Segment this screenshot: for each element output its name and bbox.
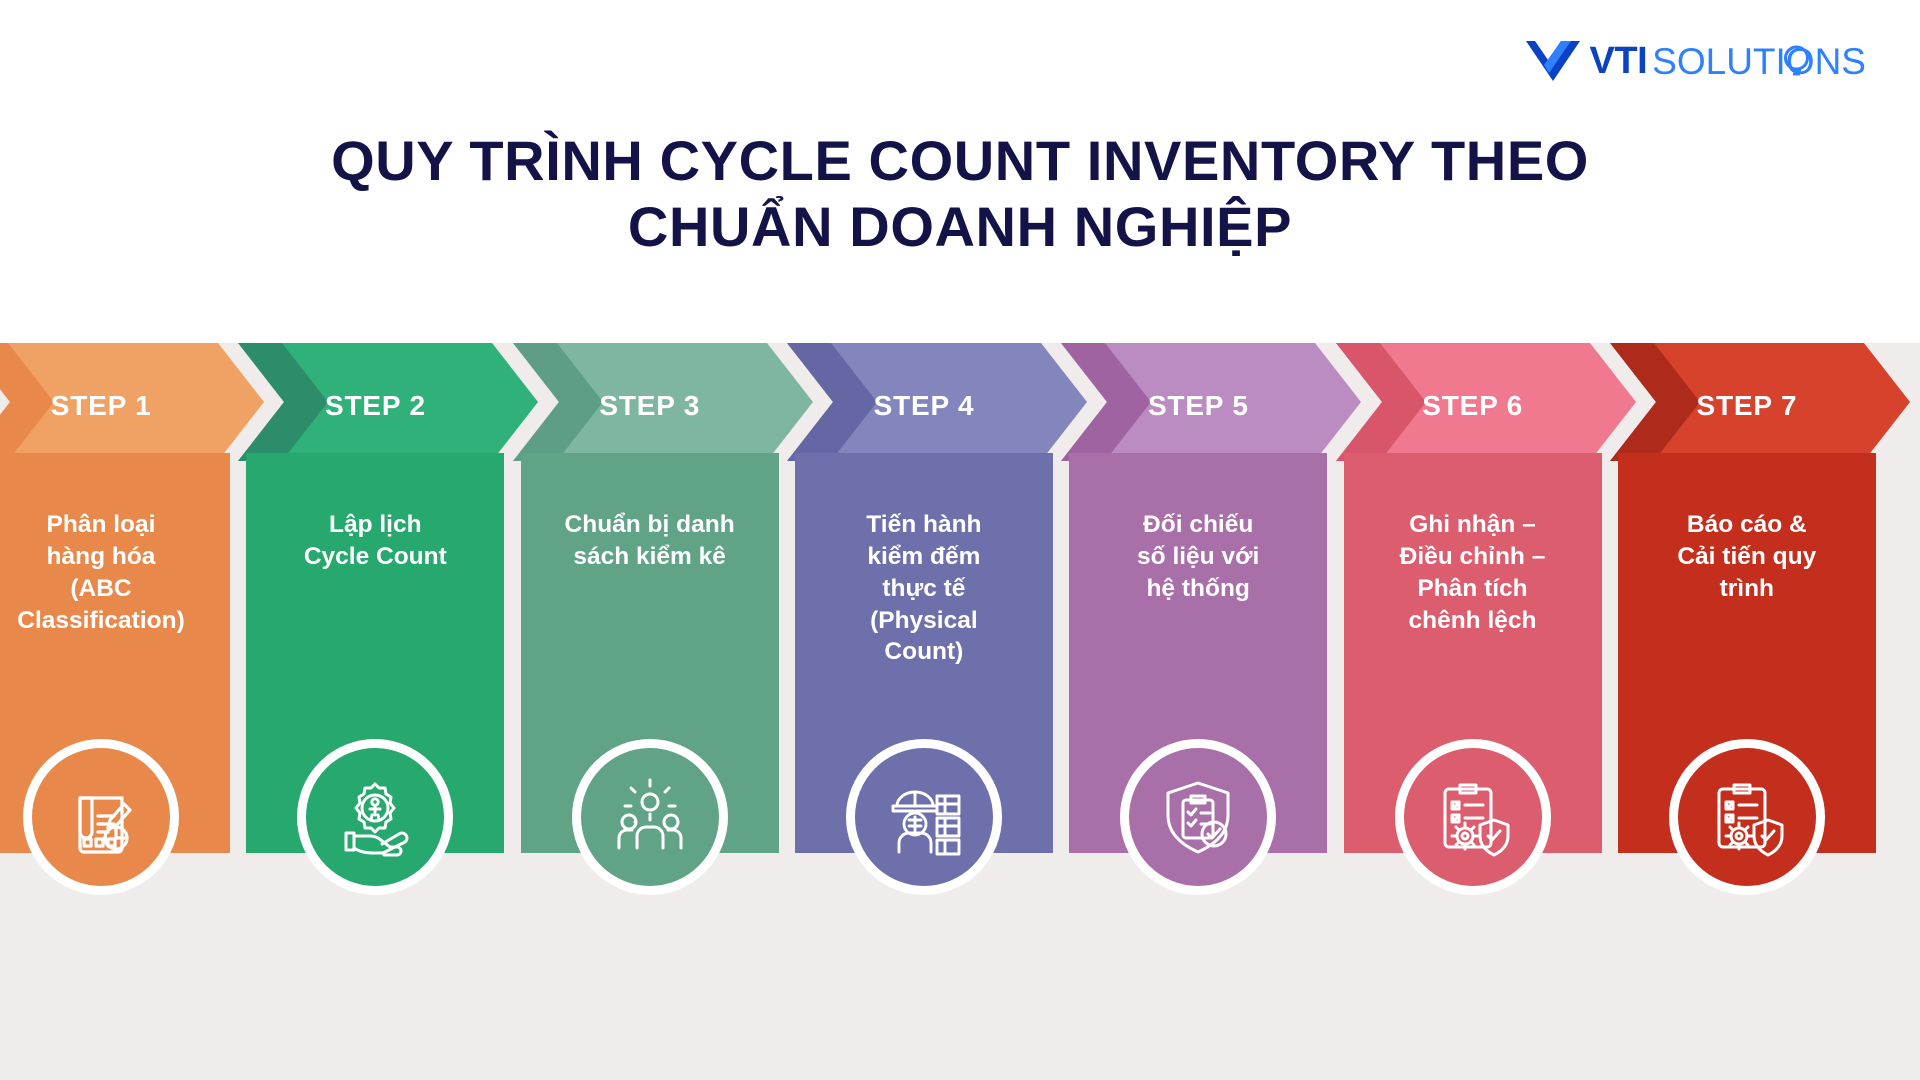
document-edit-icon xyxy=(78,796,132,854)
step-description: Lập lịch Cycle Count xyxy=(303,511,447,570)
step-label: STEP 5 xyxy=(1147,390,1249,421)
step-header-chevron: STEP 7 xyxy=(1609,343,1910,461)
page-title-line-1: QUY TRÌNH CYCLE COUNT INVENTORY THEO xyxy=(331,129,1589,192)
process-step-6[interactable]: STEP 6 Ghi nhận – Điều chỉnh – Phân tích … xyxy=(1335,343,1636,1080)
step-icon-badge xyxy=(846,739,1003,895)
process-step-1[interactable]: STEP 1 Phân loại hàng hóa (ABC Classifica… xyxy=(0,343,264,1080)
process-step-7[interactable]: STEP 7 Báo cáo & Cải tiến quy trình xyxy=(1609,343,1910,1080)
step-header-chevron: STEP 3 xyxy=(512,343,813,461)
step-header-chevron: STEP 5 xyxy=(1061,343,1362,461)
step-icon-badge xyxy=(23,739,180,895)
step-icon-badge xyxy=(1120,739,1277,895)
step-description: Ghi nhận – Điều chỉnh – Phân tích chênh … xyxy=(1399,511,1546,634)
step-label: STEP 4 xyxy=(873,390,975,421)
process-step-3[interactable]: STEP 3 Chuẩn bị danh sách kiểm kê xyxy=(512,343,813,1080)
team-people-icon xyxy=(617,778,683,850)
step-description: Báo cáo & Cải tiến quy trình xyxy=(1677,511,1817,602)
logo-solutions-label: SOLUTIONS xyxy=(1652,40,1866,82)
process-step-2[interactable]: STEP 2 Lập lịch Cycle Count xyxy=(238,343,539,1080)
step-description: Đối chiếu số liệu với hệ thống xyxy=(1137,511,1260,602)
process-steps: STEP 1 Phân loại hàng hóa (ABC Classifica… xyxy=(0,343,1920,1080)
hand-gear-person-icon xyxy=(344,782,409,857)
step-description: Phân loại hàng hóa (ABC Classification) xyxy=(17,511,185,634)
step-icon-badge xyxy=(297,739,454,895)
process-stage: STEP 1 Phân loại hàng hóa (ABC Classifica… xyxy=(0,343,1920,1080)
step-header-chevron: STEP 4 xyxy=(786,343,1087,461)
page-title: QUY TRÌNH CYCLE COUNT INVENTORY THEO CHU… xyxy=(0,128,1920,260)
step-label: STEP 3 xyxy=(599,390,701,421)
page-title-line-2: CHUẨN DOANH NGHIỆP xyxy=(627,195,1293,259)
step-body-panel: Đối chiếu số liệu với hệ thống xyxy=(1069,453,1328,853)
step-description: Chuẩn bị danh sách kiểm kê xyxy=(564,511,735,570)
logo-text-vti: VTI xyxy=(1589,40,1648,82)
vti-triangle-mark-icon xyxy=(1525,41,1580,81)
step-icon-badge xyxy=(571,739,728,895)
step-label: STEP 2 xyxy=(325,390,426,421)
step-header-chevron: STEP 6 xyxy=(1335,343,1636,461)
worker-boxes-icon xyxy=(891,790,961,856)
step-body-panel: Ghi nhận – Điều chỉnh – Phân tích chênh … xyxy=(1343,453,1602,853)
clipboard-gear-check-icon xyxy=(1717,783,1784,857)
clipboard-gear-shield-icon xyxy=(1443,783,1510,857)
shield-checklist-icon xyxy=(1166,781,1230,854)
process-step-5[interactable]: STEP 5 Đối chiếu số liệu với hệ thống xyxy=(1061,343,1362,1080)
step-icon-badge xyxy=(1668,739,1825,895)
process-step-4[interactable]: STEP 4 Tiến hành kiểm đếm thực tế (Physic… xyxy=(786,343,1087,1080)
step-label: STEP 7 xyxy=(1696,390,1798,421)
step-header-chevron: STEP 2 xyxy=(238,343,539,461)
step-label: STEP 1 xyxy=(50,390,152,421)
step-description: Tiến hành kiểm đếm thực tế (Physical Cou… xyxy=(866,511,982,666)
logo-text-solutions: SOLUTIONS xyxy=(1652,43,1866,80)
step-header-chevron: STEP 1 xyxy=(0,343,264,461)
step-icon-badge xyxy=(1394,739,1551,895)
step-label: STEP 6 xyxy=(1422,390,1524,421)
lightbulb-icon xyxy=(1784,45,1810,75)
vti-solutions-logo: VTI SOLUTIONS xyxy=(1525,38,1866,84)
